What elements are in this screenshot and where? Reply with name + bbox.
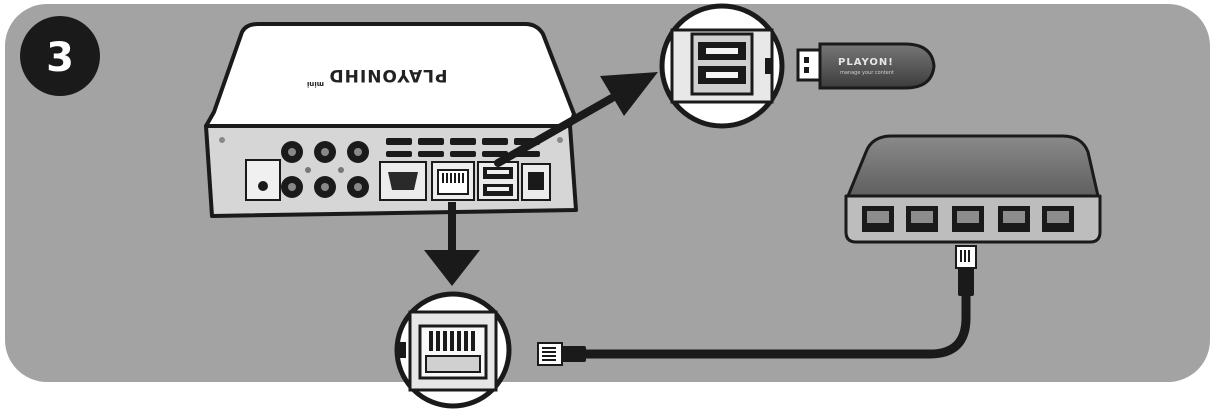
ethernet-zoom-inset: [394, 291, 512, 409]
arrow-to-ethernet-zoom: [424, 202, 480, 286]
device-brand-label: PLAYONIHD: [329, 65, 448, 85]
video-port-icon: [388, 172, 418, 190]
usb-flash-drive: PLAYON! manage your content: [796, 42, 936, 90]
ethernet-cable: [537, 245, 977, 366]
arrow-to-usb-zoom: [494, 72, 658, 167]
media-player-device: PLAYONIHD mini: [204, 22, 578, 218]
switch-ports: [862, 206, 1074, 232]
usb-stick-brand: PLAYON!: [838, 57, 894, 68]
step-number: 3: [46, 35, 74, 81]
step-badge: 3: [20, 16, 100, 96]
network-switch: [844, 134, 1102, 244]
device-brand-tag: mini: [307, 80, 324, 88]
optical-port-icon: [528, 172, 544, 190]
av-connectors: [281, 141, 369, 198]
power-port-icon: [258, 181, 268, 191]
usb-zoom-inset: [659, 3, 785, 129]
usb-stick-tagline: manage your content: [840, 70, 894, 76]
vent-slots: [386, 138, 540, 157]
